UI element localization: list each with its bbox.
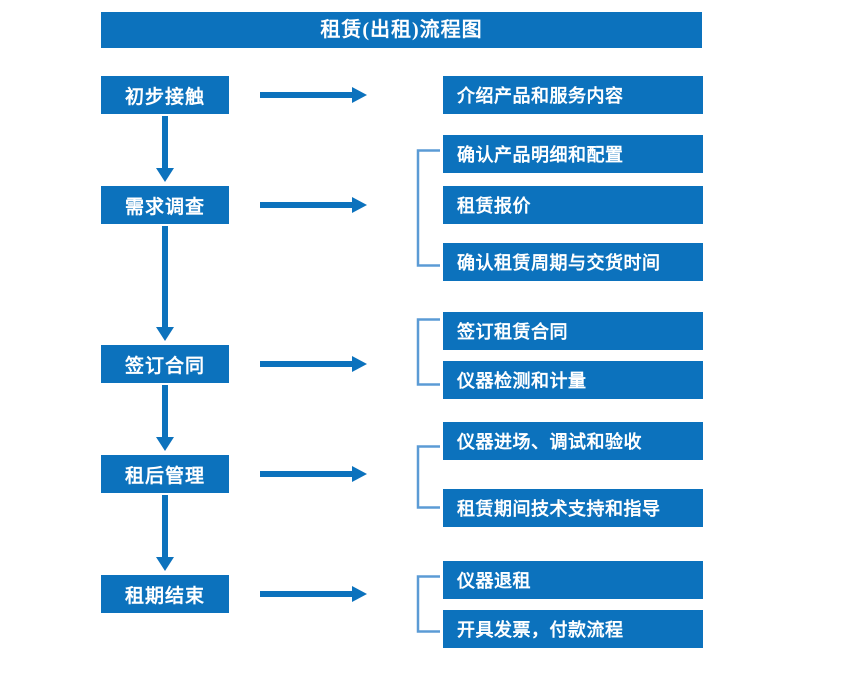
right-arrow-icon-3 xyxy=(260,353,370,375)
stage-box-租期结束[interactable]: 租期结束 xyxy=(101,575,229,613)
group-bracket-icon-5 xyxy=(416,575,442,633)
page-title: 租赁(出租)流程图 xyxy=(101,12,702,48)
group-bracket-icon-3 xyxy=(416,318,442,386)
down-arrow-icon-1 xyxy=(151,116,179,184)
right-arrow-icon-1 xyxy=(260,84,370,106)
right-arrow-icon-5 xyxy=(260,583,370,605)
group-bracket-icon-4 xyxy=(416,445,442,509)
stage-box-租后管理[interactable]: 租后管理 xyxy=(101,455,229,493)
detail-box-确认产品明细和配置[interactable]: 确认产品明细和配置 xyxy=(443,135,703,173)
stage-box-需求调查[interactable]: 需求调查 xyxy=(101,186,229,224)
detail-box-仪器进场调试和验收[interactable]: 仪器进场、调试和验收 xyxy=(443,422,703,460)
stage-box-初步接触[interactable]: 初步接触 xyxy=(101,76,229,114)
down-arrow-icon-4 xyxy=(151,495,179,573)
detail-box-租赁期间技术支持和指导[interactable]: 租赁期间技术支持和指导 xyxy=(443,489,703,527)
group-bracket-icon-2 xyxy=(416,149,442,267)
detail-box-签订租赁合同[interactable]: 签订租赁合同 xyxy=(443,312,703,350)
down-arrow-icon-2 xyxy=(151,226,179,343)
detail-box-租赁报价[interactable]: 租赁报价 xyxy=(443,186,703,224)
stage-box-签订合同[interactable]: 签订合同 xyxy=(101,345,229,383)
detail-box-确认租赁周期与交货时间[interactable]: 确认租赁周期与交货时间 xyxy=(443,243,703,281)
detail-box-介绍产品和服务内容[interactable]: 介绍产品和服务内容 xyxy=(443,76,703,114)
detail-box-仪器退租[interactable]: 仪器退租 xyxy=(443,561,703,599)
right-arrow-icon-4 xyxy=(260,463,370,485)
detail-box-开具发票付款流程[interactable]: 开具发票，付款流程 xyxy=(443,610,703,648)
right-arrow-icon-2 xyxy=(260,194,370,216)
detail-box-仪器检测和计量[interactable]: 仪器检测和计量 xyxy=(443,361,703,399)
down-arrow-icon-3 xyxy=(151,385,179,453)
